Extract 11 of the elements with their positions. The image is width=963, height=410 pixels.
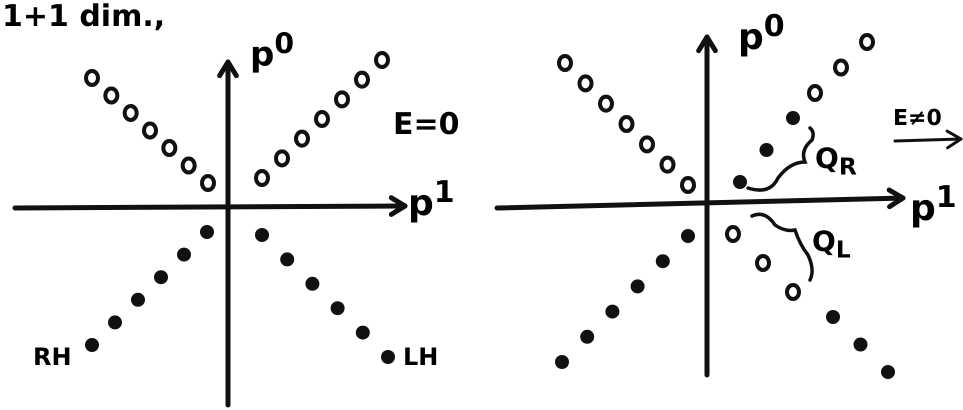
field-label: E=0 xyxy=(393,110,460,140)
field-label: E≠0 xyxy=(893,108,942,130)
axis-label: p$^{1}$ xyxy=(408,178,455,222)
axis-label: p$^{1}$ xyxy=(910,183,957,227)
charge-label: Q$_{L}$ xyxy=(812,228,851,262)
chirality-label: LH xyxy=(403,345,438,369)
charge-label: Q$_{R}$ xyxy=(815,145,857,179)
axis-label: p$^{0}$ xyxy=(250,30,294,72)
annotation-text: 1+1 dim., xyxy=(2,2,166,32)
axis-label: p$^{0}$ xyxy=(738,12,785,56)
chirality-label: RH xyxy=(33,345,72,369)
